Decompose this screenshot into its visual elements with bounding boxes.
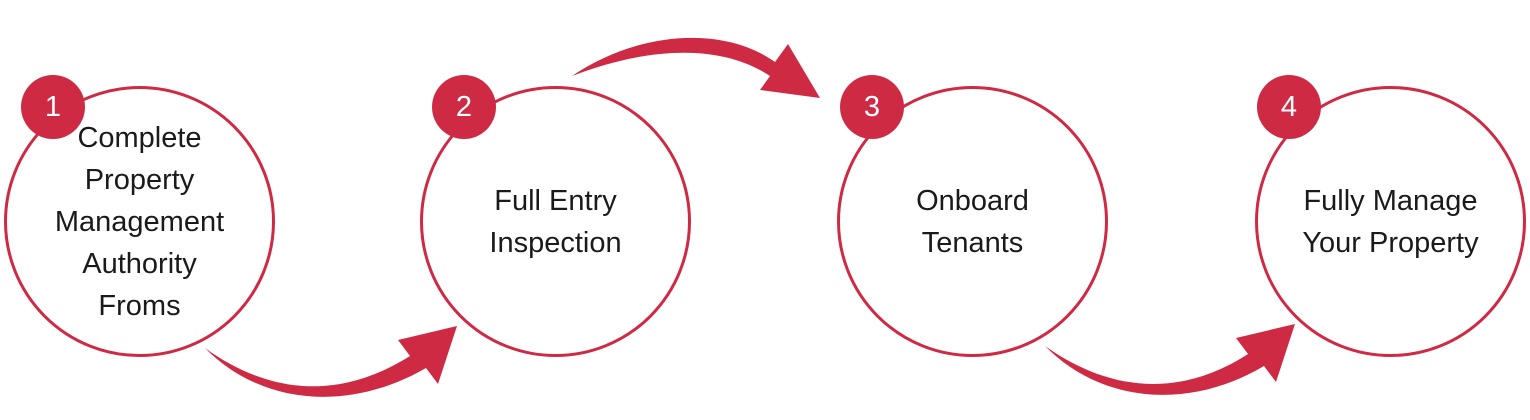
arrow-step2-to-step3: [572, 37, 820, 98]
step-1-circle: Complete Property Management Authority F…: [4, 86, 275, 357]
arrow-step1-to-step2: [205, 326, 457, 397]
step-4-badge: 4: [1257, 75, 1321, 139]
step-2-badge: 2: [432, 75, 496, 139]
step-3-label: Onboard Tenants: [916, 184, 1029, 259]
step-1-badge: 1: [21, 75, 85, 139]
step-3-circle: Onboard Tenants: [837, 86, 1108, 357]
arrow-step3-to-step4: [1045, 324, 1295, 395]
step-3-badge: 3: [840, 75, 904, 139]
step-2-label: Full Entry Inspection: [489, 184, 622, 259]
step-1-label: Complete Property Management Authority F…: [54, 121, 225, 322]
step-4-label: Fully Manage Your Property: [1302, 184, 1479, 259]
